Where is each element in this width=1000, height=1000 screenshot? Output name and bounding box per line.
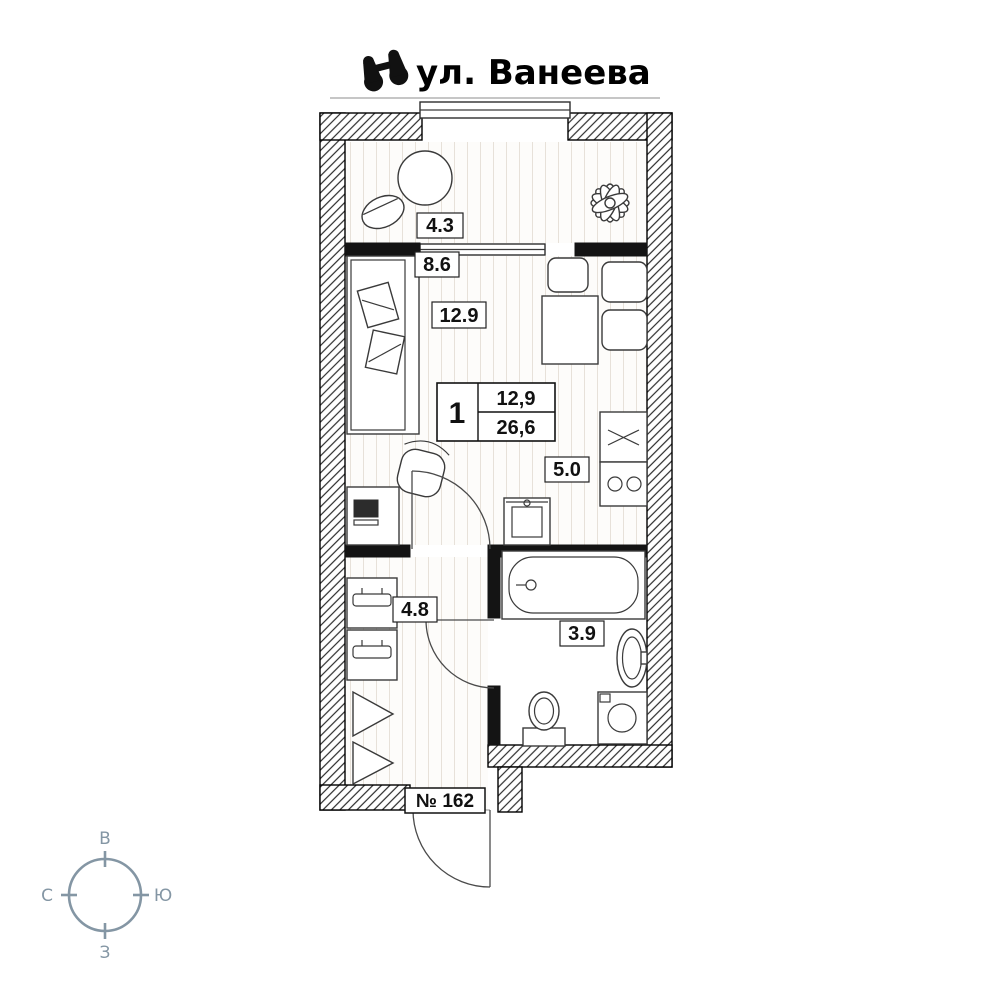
living-area-value: 12,9	[497, 388, 536, 410]
plant	[590, 183, 630, 223]
compass-circle	[67, 857, 143, 933]
hallway-area-label: 4.8	[401, 599, 429, 621]
apartment-summary: 1 12,9 26,6	[436, 382, 556, 442]
room-label-box	[431, 301, 487, 329]
kitchen-zone-label-box	[544, 456, 590, 483]
bathroom-area-label: 3.9	[568, 623, 596, 645]
room-hall-wall-left	[344, 544, 411, 558]
chair-right-2	[601, 309, 648, 351]
office-chair	[396, 440, 450, 498]
outer-walls	[319, 97, 673, 813]
apartment-number-box	[404, 787, 486, 814]
windows	[419, 101, 571, 256]
chair-right-1	[601, 261, 648, 303]
hall-bath-wall-top	[487, 556, 501, 619]
desk	[346, 486, 400, 546]
compass: В С Ю З	[41, 829, 172, 963]
room-door	[411, 470, 491, 550]
balcony	[361, 150, 630, 230]
kitchen-counter-unit	[599, 411, 648, 463]
binoculars-icon	[362, 49, 409, 92]
apartment-number-label: № 162	[416, 791, 474, 812]
stove	[599, 461, 648, 507]
total-area-value: 26,6	[497, 417, 536, 439]
room-area-label: 12.9	[440, 305, 479, 327]
bathroom-label-box	[559, 620, 605, 647]
wall-entry-right	[497, 766, 523, 813]
wall-bottom-bathroom	[487, 744, 673, 768]
kitchen-niche-area-label: 8.6	[423, 254, 451, 276]
sofa-bed	[346, 255, 420, 435]
kitchen-zone-area-label: 5.0	[553, 459, 581, 481]
apartment-number: № 162	[404, 787, 486, 814]
corner-shelf-2	[352, 740, 395, 786]
wall-bottom-left	[319, 784, 411, 811]
balcony-partition-right	[574, 242, 648, 257]
chair-top	[547, 257, 589, 293]
hallway	[346, 577, 398, 786]
wall-right	[646, 112, 673, 768]
entrance-door	[410, 809, 491, 888]
street-title: ул. Ванеева	[416, 53, 651, 93]
washing-machine	[597, 691, 648, 745]
bathtub	[501, 550, 646, 620]
compass-north-label: С	[41, 886, 53, 906]
kitchen	[503, 411, 648, 546]
balcony-chair	[361, 194, 405, 230]
compass-west-label: З	[100, 943, 111, 963]
balcony-table	[397, 150, 453, 206]
wardrobe-1	[346, 577, 398, 629]
hallway-label-box	[392, 596, 438, 623]
toilet	[522, 691, 566, 747]
balcony-partition-left	[344, 242, 421, 257]
wardrobe-2	[346, 629, 398, 681]
balcony-area-label: 4.3	[426, 215, 454, 237]
rooms-count: 1	[449, 397, 466, 430]
corner-shelf-1	[352, 690, 395, 738]
compass-east-label: В	[99, 829, 111, 849]
area-labels: 4.3 8.6 12.9 5.0 4.8 3.9	[392, 212, 605, 647]
bathroom	[501, 550, 648, 747]
wall-top-left	[319, 112, 423, 141]
kitchen-sink	[503, 497, 551, 546]
compass-south-label: Ю	[154, 886, 172, 906]
hall-bath-wall-bottom	[487, 685, 501, 746]
header: ул. Ванеева	[362, 49, 651, 93]
living-room	[346, 255, 648, 546]
kitchen-niche-label-box	[414, 251, 460, 278]
dining-table	[541, 295, 599, 365]
wall-left	[319, 112, 346, 811]
balcony-label-box	[416, 212, 464, 239]
bathroom-sink	[616, 628, 648, 688]
